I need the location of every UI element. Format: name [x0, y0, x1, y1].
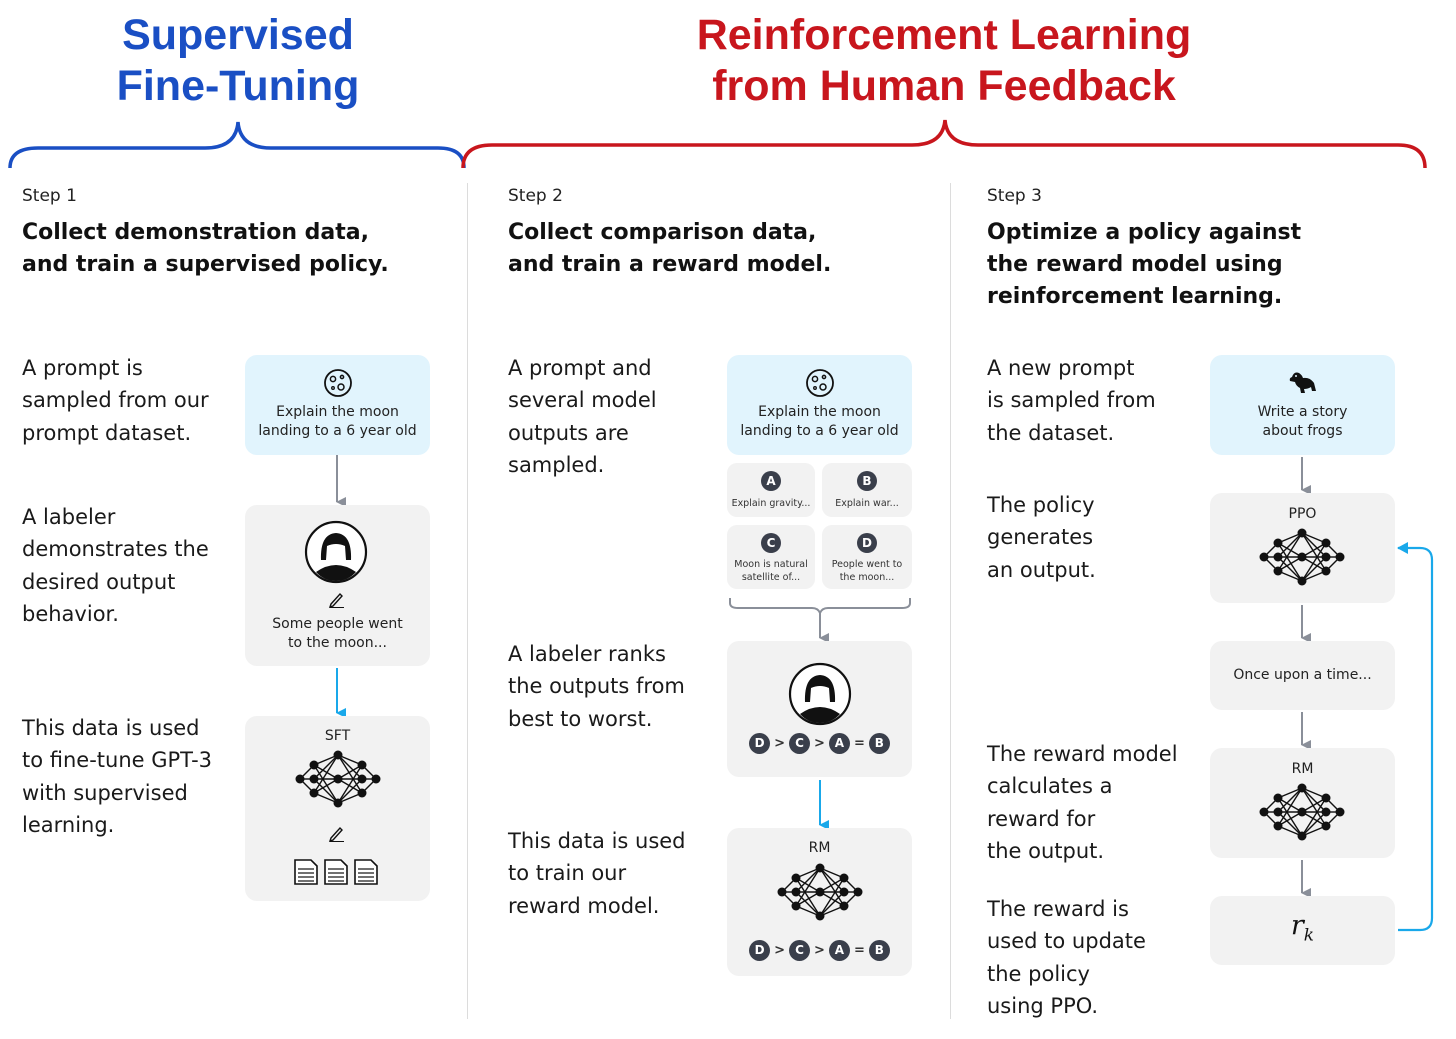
output-letter-badge: C: [761, 533, 781, 553]
step2-title: Collect comparison data, and train a rew…: [508, 220, 832, 277]
output-text: Explain war...: [835, 498, 899, 509]
output-text: Moon is natural satellite of...: [734, 559, 808, 583]
reward-symbol: r: [1290, 910, 1304, 941]
rank-operator: =: [853, 736, 865, 751]
moon-icon: [806, 369, 834, 397]
output-card-c: C Moon is natural satellite of...: [727, 525, 815, 589]
ranking-row: D > C > A = B: [727, 733, 912, 754]
rank-badge: D: [749, 940, 771, 961]
sft-brace: [8, 121, 466, 169]
rlhf-brace: [461, 119, 1427, 169]
output-card-d: D People went to the moon...: [822, 525, 912, 589]
step1-desc-labeler: A labeler demonstrates the desired outpu…: [22, 505, 209, 626]
rank-badge: D: [749, 733, 771, 754]
rank-operator: >: [774, 736, 786, 751]
reward-value: rk: [1210, 910, 1395, 945]
pencil-icon: [328, 592, 344, 608]
step3-output-box: Once upon a time...: [1210, 641, 1395, 710]
output-text: People went to the moon...: [831, 559, 903, 583]
step3-prompt-box: Write a story about frogs: [1210, 355, 1395, 455]
step2-prompt-box: Explain the moon landing to a 6 year old: [727, 355, 912, 455]
step3-desc-update: The reward is used to update the policy …: [987, 897, 1146, 1018]
outputs-bracket: [729, 598, 911, 616]
step2-label: Step 2: [508, 186, 563, 206]
sft-header: Supervised Fine-Tuning: [116, 11, 360, 110]
output-text: Explain gravity...: [731, 498, 811, 509]
step2-prompt-text: Explain the moon landing to a 6 year old: [740, 404, 899, 439]
step3-prompt-text: Write a story about frogs: [1257, 404, 1348, 439]
rank-operator: =: [853, 943, 865, 958]
output-card-b: B Explain war...: [822, 463, 912, 517]
rank-badge: B: [868, 940, 890, 961]
rank-badge: A: [828, 940, 850, 961]
feedback-loop-arrow: [1398, 546, 1434, 932]
frog-icon: [1289, 372, 1316, 393]
output-letter-badge: D: [857, 533, 877, 553]
column-divider: [950, 183, 951, 1019]
rank-badge: C: [789, 940, 811, 961]
person-icon: [788, 662, 852, 726]
rank-badge: C: [789, 733, 811, 754]
rlhf-header: Reinforcement Learning from Human Feedba…: [696, 11, 1192, 110]
step1-labeler-text: Some people went to the moon...: [272, 616, 403, 651]
step3-title: Optimize a policy against the reward mod…: [987, 220, 1302, 309]
rank-operator: >: [814, 736, 825, 751]
rank-operator: >: [814, 943, 825, 958]
rm-label: RM: [808, 840, 831, 856]
step3-output-text: Once upon a time...: [1233, 667, 1372, 683]
rank-badge: B: [868, 733, 890, 754]
step3-reward-box: rk: [1210, 896, 1395, 965]
step3-desc-policy: The policy generates an output.: [987, 493, 1096, 582]
step3-rm-box: RM: [1210, 748, 1395, 858]
step1-prompt-box: Explain the moon landing to a 6 year old: [245, 355, 430, 455]
documents-icon: [294, 859, 378, 885]
step1-labeler-box: Some people went to the moon...: [245, 505, 430, 666]
moon-icon: [324, 369, 352, 397]
step2-rank-box: D > C > A = B: [727, 641, 912, 777]
sft-label: SFT: [324, 728, 351, 744]
ppo-label: PPO: [1288, 506, 1317, 522]
step2-desc-prompt: A prompt and several model outputs are s…: [508, 356, 657, 477]
step3-label: Step 3: [987, 186, 1042, 206]
step1-title: Collect demonstration data, and train a …: [22, 220, 389, 277]
step1-desc-data: This data is used to fine-tune GPT-3 wit…: [22, 716, 213, 837]
pencil-icon: [328, 826, 344, 842]
step2-desc-rank: A labeler ranks the outputs from best to…: [508, 642, 685, 731]
output-letter-badge: B: [857, 471, 877, 491]
ranking-row: D > C > A = B: [727, 940, 912, 961]
step2-rm-box: RM D > C > A = B: [727, 828, 912, 976]
step1-desc-prompt: A prompt is sampled from our prompt data…: [22, 356, 209, 445]
output-card-a: A Explain gravity...: [727, 463, 815, 517]
feedback-loop-head: [1397, 542, 1408, 554]
person-icon: [304, 520, 368, 584]
reward-subscript: k: [1303, 925, 1315, 946]
output-letter-badge: A: [761, 471, 781, 491]
step1-prompt-text: Explain the moon landing to a 6 year old: [258, 404, 417, 439]
step3-desc-reward: The reward model calculates a reward for…: [987, 742, 1178, 863]
step3-desc-prompt: A new prompt is sampled from the dataset…: [987, 356, 1156, 445]
step1-sft-box: SFT: [245, 716, 430, 901]
step2-desc-data: This data is used to train our reward mo…: [508, 829, 686, 918]
column-divider: [467, 183, 468, 1019]
step3-ppo-box: PPO: [1210, 493, 1395, 603]
rm-label: RM: [1291, 761, 1314, 777]
step1-label: Step 1: [22, 186, 77, 206]
rank-operator: >: [774, 943, 786, 958]
rank-badge: A: [828, 733, 850, 754]
